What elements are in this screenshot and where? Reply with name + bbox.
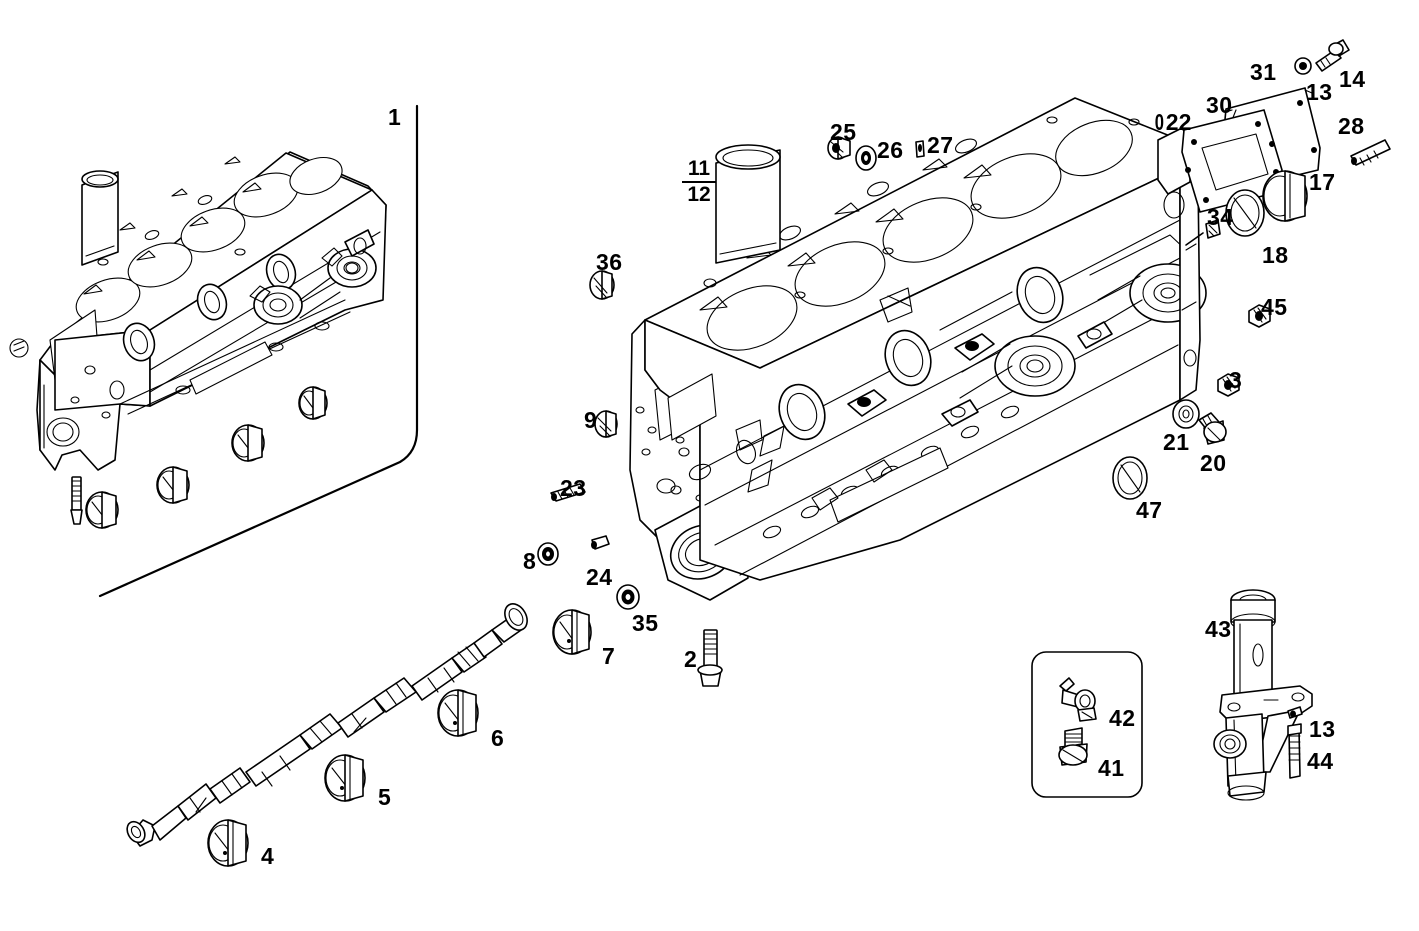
part-45-nut [1248,304,1271,328]
callout-20: 20 [1200,450,1227,476]
callout-47: 47 [1136,497,1163,523]
callout-27: 27 [927,132,954,158]
left-block-bushes [85,262,359,529]
part-8-seal-ring [537,542,559,566]
part-27-pin [915,140,925,158]
callout-2: 2 [684,646,698,672]
part-28-dowel [1350,139,1391,166]
callout-9: 9 [584,407,598,433]
callout-17: 17 [1309,169,1336,195]
callout-14: 14 [1339,66,1366,92]
part-23-dowel-pin [550,483,586,502]
callout-35: 35 [632,610,659,636]
callout-22: 22 [1165,109,1192,135]
camshaft-bush-4 [207,819,249,867]
part-13-washer-bottom [1287,706,1303,719]
part-13-washer-top [1294,57,1312,75]
callout-6: 6 [491,725,505,751]
camshaft-bush-7 [552,609,592,655]
camshaft [126,603,528,847]
part-17-bush [1262,170,1308,222]
callout-5: 5 [378,784,392,810]
camshaft-bush-5 [324,754,366,802]
part-41-banjo-bolt [1058,727,1088,766]
part-9-plug [594,410,618,438]
part-21-washer [1172,399,1200,429]
callout-30: 30 [1206,92,1233,118]
callout-12: 12 [687,183,711,207]
part-42-spray-nozzle [1059,677,1097,722]
callout-22-with-symbol: 022 [1153,109,1192,136]
callout-11-12-fraction: 11 12 [682,157,716,207]
part-35-seal-ring [616,584,640,610]
callout-28: 28 [1338,113,1365,139]
part-18-ring [1225,189,1265,237]
part-34-plug [1185,219,1221,246]
callout-8: 8 [523,548,537,574]
callout-42: 42 [1109,705,1136,731]
group-1-boundary [98,104,419,598]
callout-7: 7 [602,643,616,669]
callout-21: 21 [1163,429,1190,455]
part-44-bolt [1287,723,1302,779]
part-25-plug [827,136,851,160]
callout-1: 1 [388,104,402,130]
part-2-bolt [697,629,723,687]
callout-44: 44 [1307,748,1334,774]
part-3-nut [1217,373,1240,397]
callout-36: 36 [596,249,623,275]
part-24-dowel-pin [591,535,610,550]
callout-13-bottom: 13 [1309,716,1336,742]
callout-23: 23 [560,475,587,501]
left-cylinder-liner [81,170,119,266]
callout-34: 34 [1207,204,1234,230]
callout-41: 41 [1098,755,1125,781]
callout-45: 45 [1261,294,1288,320]
part-36-plug [589,270,615,300]
part-20-bolt [1198,412,1227,445]
callout-18: 18 [1262,242,1289,268]
diameter-symbol-icon: 0 [1154,109,1165,135]
callout-43: 43 [1205,616,1232,642]
left-cylinder-block [9,151,387,471]
callout-4: 4 [261,843,275,869]
part-30-gasket [1181,109,1283,213]
callout-11: 11 [687,157,711,180]
left-block-bolt [70,476,83,525]
fraction-bar [682,181,716,184]
inset-box-41-42 [1031,651,1143,798]
callout-31: 31 [1250,59,1277,85]
callout-24: 24 [586,564,613,590]
part-14-bolt [1315,39,1350,72]
camshaft-bush-6 [437,689,479,737]
callout-26: 26 [877,137,904,163]
main-cylinder-block [629,97,1207,601]
part-26-washer [855,145,877,171]
callout-25: 25 [830,119,857,145]
part-43-oil-suction-pipe [1213,589,1313,801]
callout-3: 3 [1229,367,1243,393]
part-47-ring [1112,456,1148,500]
callout-13-top: 13 [1306,79,1333,105]
cylinder-liner-11-12 [715,144,781,264]
